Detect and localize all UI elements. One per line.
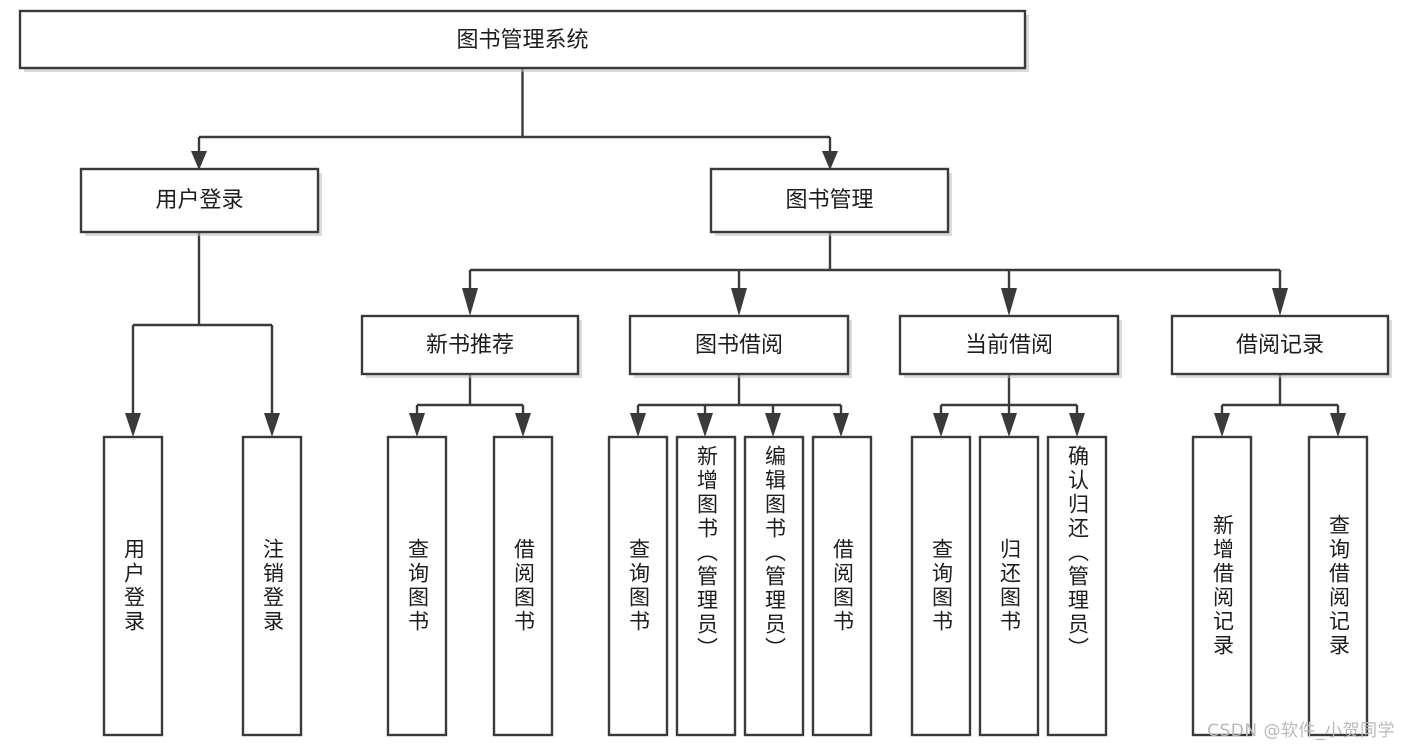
arrow-current-l1 — [933, 413, 949, 437]
arrow-bookmgmt-c1 — [462, 288, 478, 316]
arrow-user-leaf1 — [125, 413, 141, 437]
node-borrow-record-label: 借阅记录 — [1236, 333, 1324, 358]
arrow-bookmgmt-c2 — [731, 288, 747, 316]
node-new-book-recommend-label: 新书推荐 — [426, 333, 514, 358]
arrow-user-leaf2 — [264, 413, 280, 437]
node-book-borrow-label: 图书借阅 — [695, 333, 783, 358]
node-user-login-label: 用户登录 — [155, 188, 243, 213]
connector-layer — [125, 68, 1346, 437]
node-book-management-box[interactable] — [709, 167, 950, 234]
leaf-box-add-book[interactable] — [675, 435, 737, 737]
arrow-newbook-l1 — [409, 413, 425, 437]
leaf-box-user-login[interactable] — [102, 435, 164, 737]
node-root-label: 图书管理系统 — [456, 28, 588, 53]
node-borrow-record-box[interactable] — [1170, 314, 1390, 376]
node-book-borrow[interactable]: 图书借阅 — [628, 314, 852, 378]
node-current-borrow-box[interactable] — [898, 314, 1120, 376]
leaf-box-logout[interactable] — [241, 435, 303, 737]
arrow-record-l2 — [1330, 413, 1346, 437]
node-user-login[interactable]: 用户登录 — [79, 167, 322, 236]
leaf-box-confirm-return[interactable] — [1046, 435, 1108, 737]
node-root-box[interactable] — [18, 9, 1027, 70]
leaf-box-borrow-book-2[interactable] — [811, 435, 873, 737]
arrow-bookmgmt-c3 — [1001, 288, 1017, 316]
leaf-box-layer — [102, 435, 1369, 737]
node-root[interactable]: 图书管理系统 — [18, 9, 1029, 72]
leaf-box-edit-book[interactable] — [743, 435, 805, 737]
arrow-newbook-l2 — [515, 413, 531, 437]
leaf-box-query-record[interactable] — [1307, 435, 1369, 737]
arrow-borrow-l3 — [765, 413, 781, 437]
leaf-box-borrow-book-1[interactable] — [492, 435, 554, 737]
leaf-box-query-book-1[interactable] — [386, 435, 448, 737]
node-book-management[interactable]: 图书管理 — [709, 167, 952, 236]
node-borrow-record[interactable]: 借阅记录 — [1170, 314, 1392, 378]
node-current-borrow[interactable]: 当前借阅 — [898, 314, 1122, 378]
leaf-box-query-book-3[interactable] — [910, 435, 972, 737]
arrow-current-l3 — [1069, 413, 1085, 437]
node-new-book-recommend[interactable]: 新书推荐 — [360, 314, 582, 378]
node-book-borrow-box[interactable] — [628, 314, 850, 376]
node-user-login-box[interactable] — [79, 167, 320, 234]
csdn-watermark: CSDN @软件_小贺同学 — [1207, 721, 1395, 741]
node-new-book-recommend-box[interactable] — [360, 314, 580, 376]
arrow-borrow-l2 — [697, 413, 713, 437]
leaf-box-query-book-2[interactable] — [607, 435, 669, 737]
arrow-root-to-user — [191, 151, 207, 170]
leaf-box-return-book[interactable] — [978, 435, 1040, 737]
leaf-box-add-record[interactable] — [1191, 435, 1253, 737]
node-book-management-label: 图书管理 — [785, 188, 873, 213]
arrow-current-l2 — [1001, 413, 1017, 437]
node-current-borrow-label: 当前借阅 — [965, 333, 1053, 358]
arrow-borrow-l1 — [630, 413, 646, 437]
arrow-bookmgmt-c4 — [1272, 288, 1288, 316]
arrow-record-l1 — [1214, 413, 1230, 437]
arrow-root-to-bookmgmt — [822, 151, 838, 170]
arrow-borrow-l4 — [833, 413, 849, 437]
